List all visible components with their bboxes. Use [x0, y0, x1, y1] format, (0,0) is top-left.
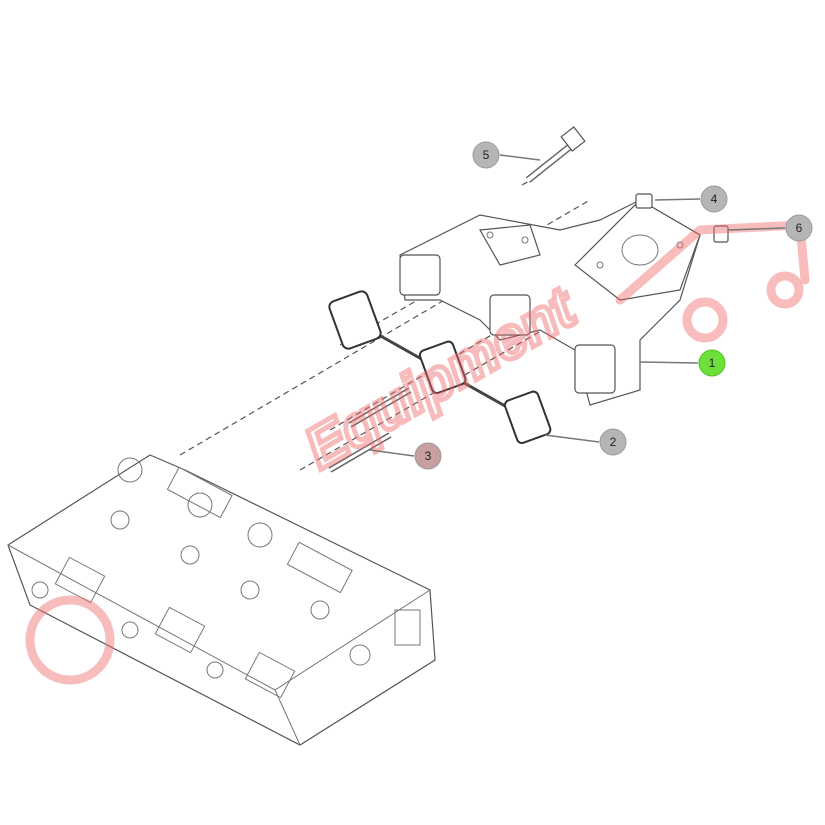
- callout-1[interactable]: 1: [698, 349, 726, 377]
- callout-2[interactable]: 2: [599, 428, 627, 456]
- callout-4[interactable]: 4: [700, 185, 728, 213]
- gaskets: [328, 290, 552, 445]
- cylinder-head: [7, 454, 436, 746]
- nut: [635, 193, 653, 209]
- callout-5-label: 5: [483, 148, 490, 162]
- studs: [328, 387, 412, 473]
- bolt: [525, 126, 586, 183]
- plug: [713, 225, 729, 243]
- callout-2-label: 2: [610, 435, 617, 449]
- callout-6[interactable]: 6: [785, 214, 813, 242]
- leader-lines: [369, 154, 786, 457]
- callout-3-label: 3: [425, 449, 432, 463]
- callout-5[interactable]: 5: [472, 141, 500, 169]
- callout-1-label: 1: [709, 356, 716, 370]
- callout-4-label: 4: [711, 192, 718, 206]
- callout-3[interactable]: 3: [414, 442, 442, 470]
- exhaust-manifold: [399, 199, 701, 406]
- callout-6-label: 6: [796, 221, 803, 235]
